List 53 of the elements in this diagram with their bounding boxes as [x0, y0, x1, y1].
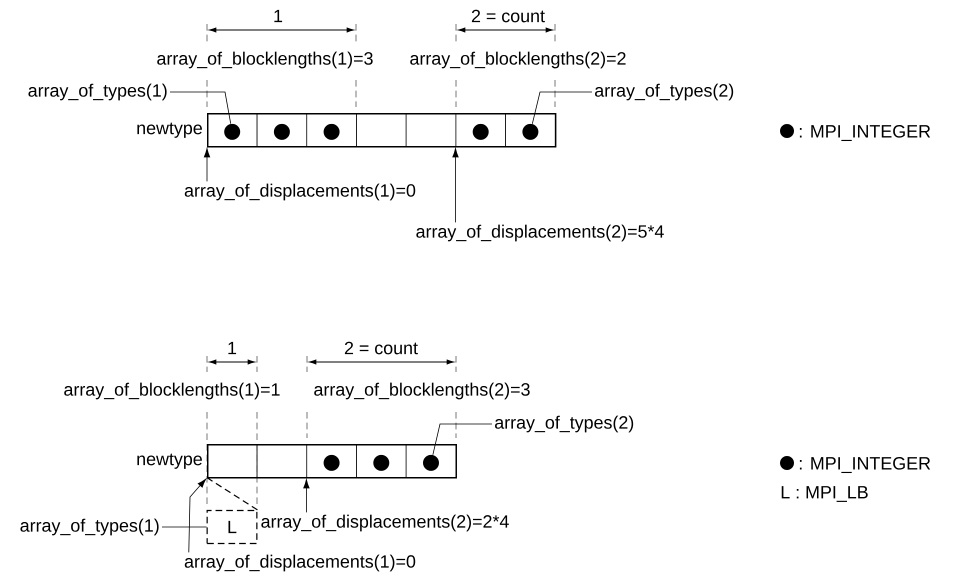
integer-dot: [423, 454, 439, 471]
dimension-label: 2 = count: [472, 10, 545, 22]
dimension-label: 2 = count: [344, 342, 418, 354]
memory-cell: [406, 113, 456, 147]
blocklength-label: array_of_blocklengths(1)=1: [64, 382, 280, 400]
integer-dot: [472, 124, 489, 140]
integer-dot: [373, 454, 390, 471]
arrow: [188, 478, 206, 553]
memory-cell: [306, 113, 357, 147]
blocklength-label: array_of_blocklengths(2)=3: [314, 382, 530, 400]
memory-cell: [406, 444, 456, 478]
lower-bound-box: L: [206, 510, 258, 544]
dashed-line: [206, 477, 258, 510]
memory-strip: newtype: [137, 113, 556, 148]
leader-line: [170, 92, 232, 124]
parameter-label: array_of_displacements(1)=0: [184, 554, 416, 572]
memory-cell: [505, 113, 556, 147]
parameter-label: array_of_types(1): [28, 84, 167, 100]
arrow: [303, 479, 310, 513]
parameter-label: array_of_types(2): [495, 416, 634, 432]
dimension-label: 1: [228, 342, 236, 354]
node-label: newtype: [137, 122, 202, 138]
legend-text: : MPI_INTEGER: [800, 457, 930, 474]
parameter-label: array_of_types(2): [595, 84, 734, 100]
dimension-label: 1: [274, 10, 282, 22]
blocklength-label: array_of_blocklengths(2)=2: [410, 52, 626, 68]
memory-strip: newtype: [137, 444, 457, 478]
memory-cell: [207, 113, 258, 147]
parameter-label: array_of_displacements(1)=0: [184, 184, 416, 200]
integer-dot: [324, 454, 340, 471]
integer-dot: [274, 124, 290, 140]
parameter-label: array_of_displacements(2)=5*4: [416, 224, 664, 242]
parameter-label: array_of_types(1): [20, 518, 159, 536]
leader-line: [532, 92, 592, 124]
leader-line: [432, 424, 492, 456]
memory-cell: [356, 113, 406, 147]
memory-cell: [256, 444, 308, 478]
memory-cell: [456, 113, 506, 147]
memory-cell: [207, 444, 258, 478]
integer-dot: [224, 124, 240, 140]
legend-text: L : MPI_LB: [782, 486, 868, 502]
memory-cell: [306, 444, 357, 478]
memory-cell: [256, 113, 308, 147]
arrow: [452, 148, 459, 223]
leader-line: [162, 526, 207, 528]
node-label: newtype: [137, 454, 202, 469]
blocklength-label: array_of_blocklengths(1)=3: [157, 52, 373, 68]
memory-cell: [356, 444, 406, 478]
parameter-label: array_of_displacements(2)=2*4: [261, 514, 509, 532]
integer-dot: [324, 124, 340, 140]
legend-text: : MPI_INTEGER: [800, 125, 930, 142]
integer-dot: [522, 124, 538, 140]
arrow: [204, 148, 210, 182]
